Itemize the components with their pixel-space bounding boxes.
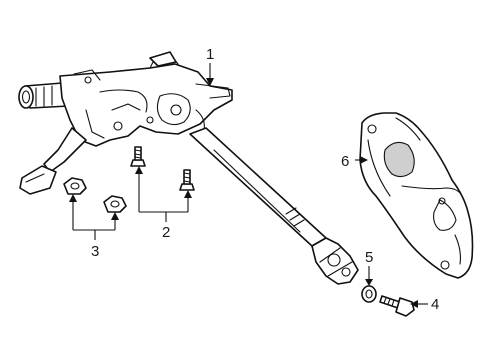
callout-5: 5 [365, 249, 373, 266]
nut-part-a [63, 177, 87, 195]
column-bolt-part-b [179, 169, 195, 191]
callout-6: 6 [341, 153, 349, 170]
column-cover-part [359, 112, 474, 279]
joint-bolt-part [379, 295, 415, 317]
callout-2: 2 [162, 224, 170, 241]
steering-column-part [18, 51, 359, 285]
column-bolt-part-a [130, 146, 146, 167]
nut-part-b [103, 195, 127, 213]
callout-4: 4 [431, 296, 439, 313]
washer-part [361, 285, 377, 303]
leader-lines [69, 63, 428, 308]
callout-1: 1 [206, 46, 214, 63]
callout-3: 3 [91, 243, 99, 260]
